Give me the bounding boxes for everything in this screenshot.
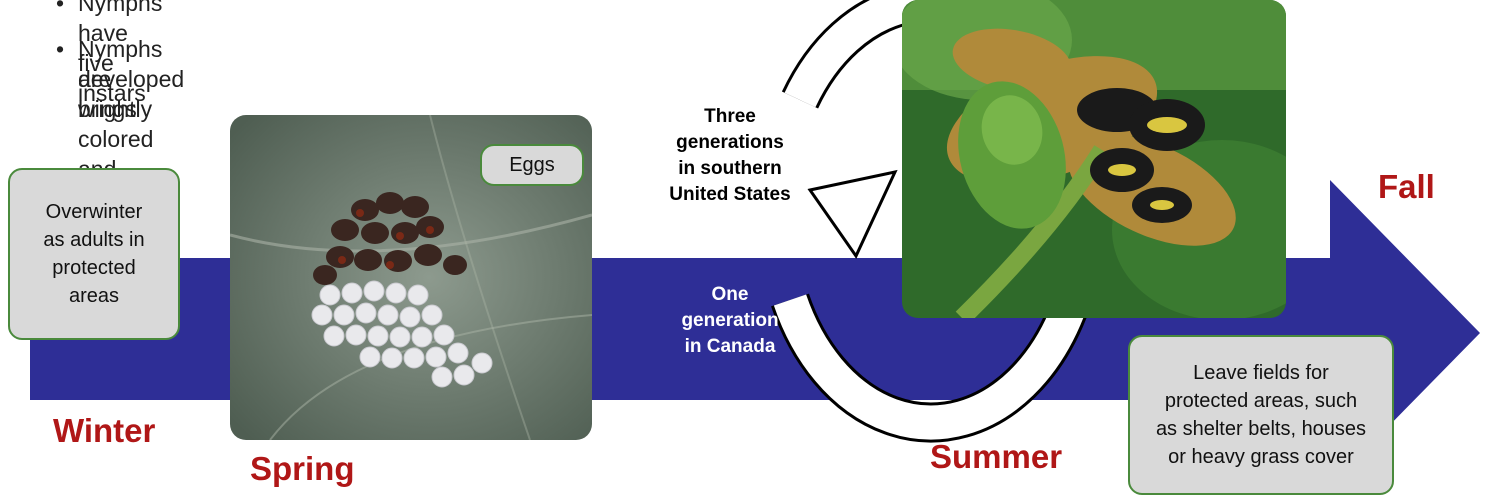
gen-line: Three	[660, 104, 800, 130]
summer-photo-image	[902, 0, 1286, 318]
gen-line: in southern	[660, 156, 800, 182]
leave-line: as shelter belts, houses	[1156, 415, 1366, 443]
season-fall: Fall	[1378, 168, 1435, 206]
gen-line: One	[665, 282, 795, 308]
canada-generation-text: One generation in Canada	[665, 282, 795, 360]
leave-line: or heavy grass cover	[1156, 443, 1366, 471]
leave-line: protected areas, such	[1156, 387, 1366, 415]
season-summer: Summer	[930, 438, 1062, 476]
summer-photo	[902, 0, 1286, 318]
leave-fields-box: Leave fields for protected areas, such a…	[1128, 335, 1394, 495]
leave-line: Leave fields for	[1156, 359, 1366, 387]
gen-line: generation	[665, 308, 795, 334]
season-spring: Spring	[250, 450, 355, 488]
gen-line: in Canada	[665, 334, 795, 360]
season-winter: Winter	[53, 412, 155, 450]
gen-line: United States	[660, 182, 800, 208]
gen-line: generations	[660, 130, 800, 156]
southern-generations-text: Three generations in southern United Sta…	[660, 104, 800, 208]
